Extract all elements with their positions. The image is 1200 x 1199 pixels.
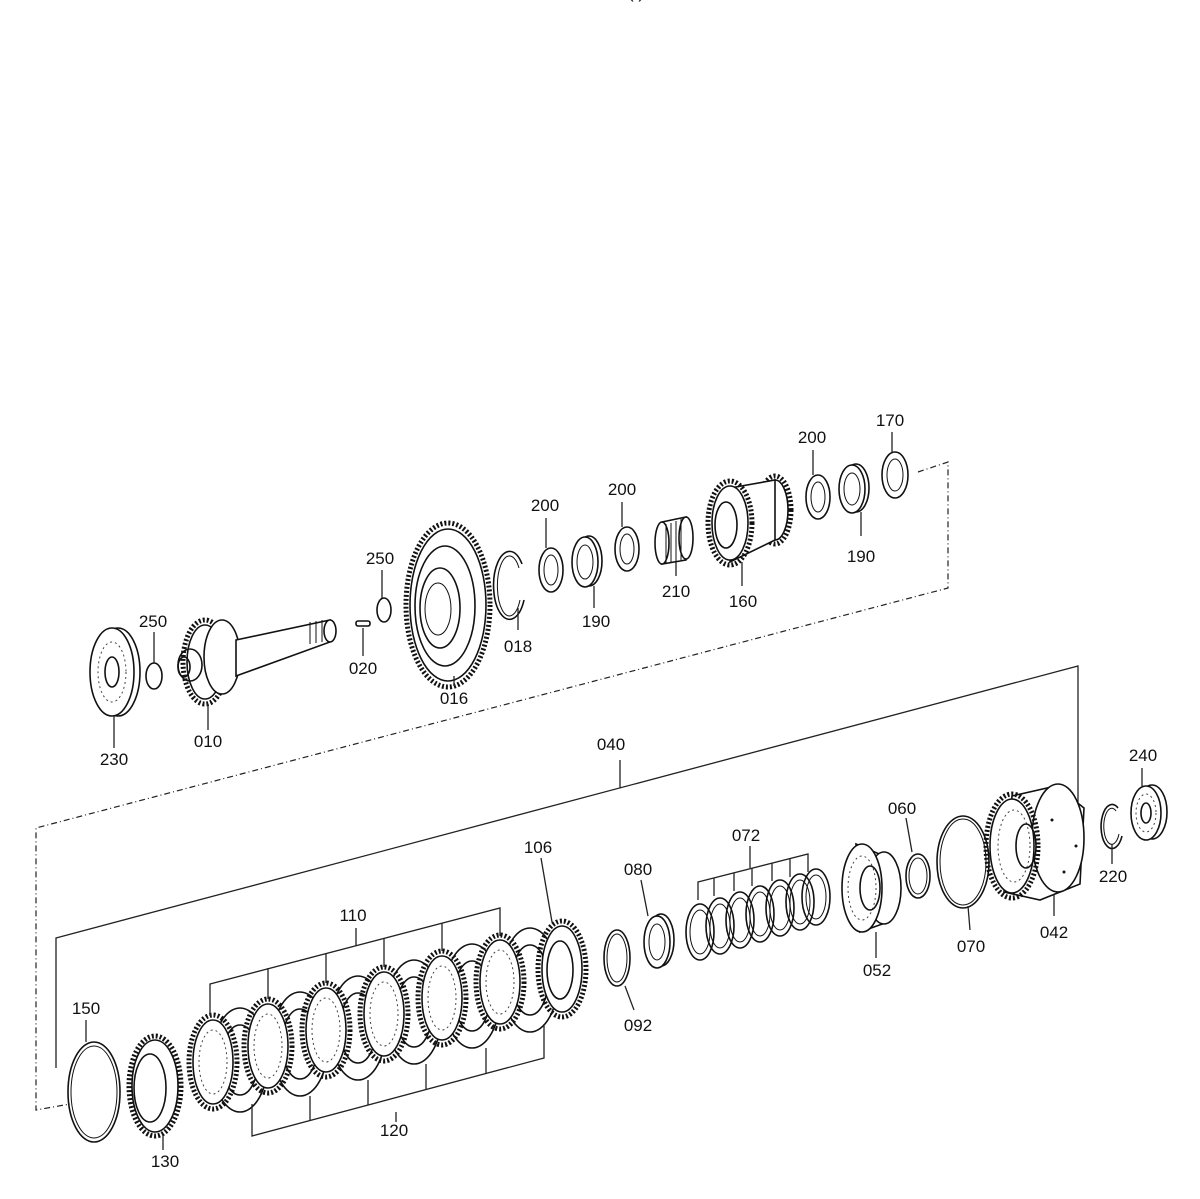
label-042: 042	[1040, 923, 1068, 942]
bracket-072	[697, 846, 809, 900]
part-080-ring	[643, 913, 675, 969]
label-106: 106	[524, 838, 552, 857]
disc-110-6	[473, 932, 527, 1032]
part-060-ring	[905, 853, 931, 899]
label-016: 016	[440, 689, 468, 708]
part-092-snap-ring	[603, 929, 631, 987]
part-200-shim-b	[614, 526, 640, 572]
disc-110-1	[186, 1012, 240, 1112]
part-190-ring-b	[838, 463, 870, 514]
part-230-bearing	[89, 627, 141, 717]
bracket-040	[55, 665, 1079, 1068]
part-042-clutch-housing	[983, 783, 1085, 901]
part-130-end-plate	[126, 1033, 184, 1139]
disc-110-3	[299, 980, 353, 1080]
label-120: 120	[380, 1121, 408, 1140]
disc-110-4	[357, 964, 411, 1064]
part-106-disc	[535, 918, 589, 1020]
part-250-ring-left	[145, 662, 163, 690]
part-010-input-shaft	[177, 617, 337, 707]
part-190-ring-a	[571, 535, 603, 588]
part-210-needle-bearing	[654, 516, 694, 565]
label-080: 080	[624, 860, 652, 879]
clutch-disc-pack	[186, 918, 589, 1113]
part-070-seal-ring	[936, 815, 990, 909]
label-060: 060	[888, 799, 916, 818]
label-190-a: 190	[582, 612, 610, 631]
label-092: 092	[624, 1016, 652, 1035]
part-018-snap-ring	[492, 550, 525, 621]
label-070: 070	[957, 937, 985, 956]
label-052: 052	[863, 961, 891, 980]
part-220-snap-ring	[1100, 803, 1123, 850]
part-072-spring-set	[685, 868, 831, 961]
label-210: 210	[662, 582, 690, 601]
part-052-piston	[841, 842, 902, 934]
label-018: 018	[504, 637, 532, 656]
part-150-snap-ring	[67, 1041, 121, 1143]
disc-110-2	[241, 996, 295, 1096]
label-230: 230	[100, 750, 128, 769]
label-130: 130	[151, 1152, 179, 1171]
part-200-shim-a	[538, 547, 564, 593]
part-016-large-gear	[403, 520, 493, 690]
label-160: 160	[729, 592, 757, 611]
label-072: 072	[732, 826, 760, 845]
label-110: 110	[339, 906, 366, 925]
label-250-left: 250	[139, 612, 167, 631]
label-240: 240	[1129, 746, 1157, 765]
label-020: 020	[349, 659, 377, 678]
label-250-right: 250	[366, 549, 394, 568]
assembly-boundary	[35, 461, 949, 1111]
part-240-bearing	[1130, 784, 1168, 841]
part-020-pin	[355, 620, 371, 627]
bracket-120	[251, 1024, 545, 1137]
label-170: 170	[876, 411, 904, 430]
label-200-c: 200	[798, 428, 826, 447]
label-200-b: 200	[608, 480, 636, 499]
label-010: 010	[194, 732, 222, 751]
part-170-ring	[881, 451, 909, 499]
label-150: 150	[72, 999, 100, 1018]
part-160-gear	[705, 473, 794, 568]
label-220: 220	[1099, 867, 1127, 886]
label-190-b: 190	[847, 547, 875, 566]
bracket-110	[209, 907, 501, 1016]
part-250-ring-right	[376, 597, 392, 623]
header-title-fragment: ( )	[628, 0, 644, 2]
part-200-shim-c	[805, 474, 831, 520]
label-200-a: 200	[531, 496, 559, 515]
disc-110-5	[415, 948, 469, 1048]
label-040: 040	[597, 735, 625, 754]
